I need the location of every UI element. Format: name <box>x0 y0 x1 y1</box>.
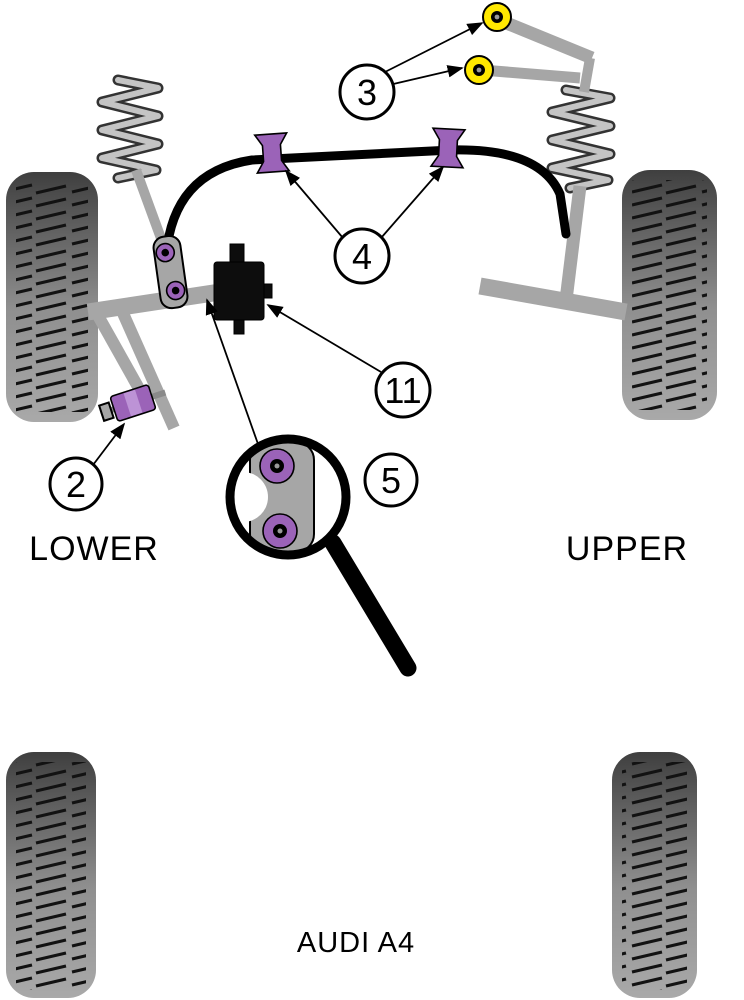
lower-arm-diagonal-2 <box>112 299 180 431</box>
callout-3: 3 <box>338 63 396 121</box>
label-model: AUDI A4 <box>297 927 415 959</box>
arrow-2-to-bushing <box>92 422 126 466</box>
arrow-3-to-upper-bushing <box>382 22 484 74</box>
magnifier-handle <box>324 534 417 677</box>
yellow-bushing-lower <box>464 55 494 85</box>
strut-right <box>559 185 587 301</box>
yellow-bushing-upper <box>482 2 512 32</box>
lower-arm-diagonal-1 <box>90 309 148 397</box>
label-upper: UPPER <box>566 530 688 568</box>
magnifier-content <box>232 441 315 553</box>
tire-rear-left <box>6 752 96 998</box>
callout-4: 4 <box>333 227 391 285</box>
magnified-bushing-bottom <box>262 513 298 549</box>
arrow-4-to-right-bushing <box>380 165 445 239</box>
inner-arm-bushing <box>97 384 167 423</box>
engine-mount <box>213 243 273 335</box>
tire-front-right <box>622 170 717 420</box>
lower-arm-left <box>86 283 222 321</box>
anti-roll-bar <box>161 145 571 263</box>
callout-2-label: 2 <box>66 464 86 505</box>
coil-spring-right <box>546 84 616 194</box>
tire-front-left <box>6 172 98 422</box>
arrow-11-to-mount <box>266 304 382 373</box>
callout-11-label: 11 <box>384 370 421 411</box>
callout-5-label: 5 <box>381 460 401 501</box>
coil-spring-left <box>96 74 164 184</box>
magnifier-icon <box>225 434 417 677</box>
control-arm-right <box>478 277 628 321</box>
tire-rear-right <box>612 752 697 998</box>
callout-2: 2 <box>48 456 104 512</box>
arb-bushing-right <box>429 127 467 169</box>
callout-11: 11 <box>374 361 432 419</box>
callout-5: 5 <box>363 452 419 508</box>
callout-3-label: 3 <box>357 72 377 113</box>
arrow-magnifier-to-bracket <box>205 298 259 445</box>
label-lower: LOWER <box>29 530 159 568</box>
magnified-bushing-top <box>259 448 295 484</box>
upper-arm-assembly <box>481 15 595 93</box>
arrow-3-to-lower-bushing <box>388 65 464 86</box>
bracket-vertical-link <box>152 234 189 310</box>
arb-bushing-left <box>253 132 291 174</box>
callout-4-label: 4 <box>352 236 372 277</box>
arrow-4-to-left-bushing <box>284 169 344 239</box>
